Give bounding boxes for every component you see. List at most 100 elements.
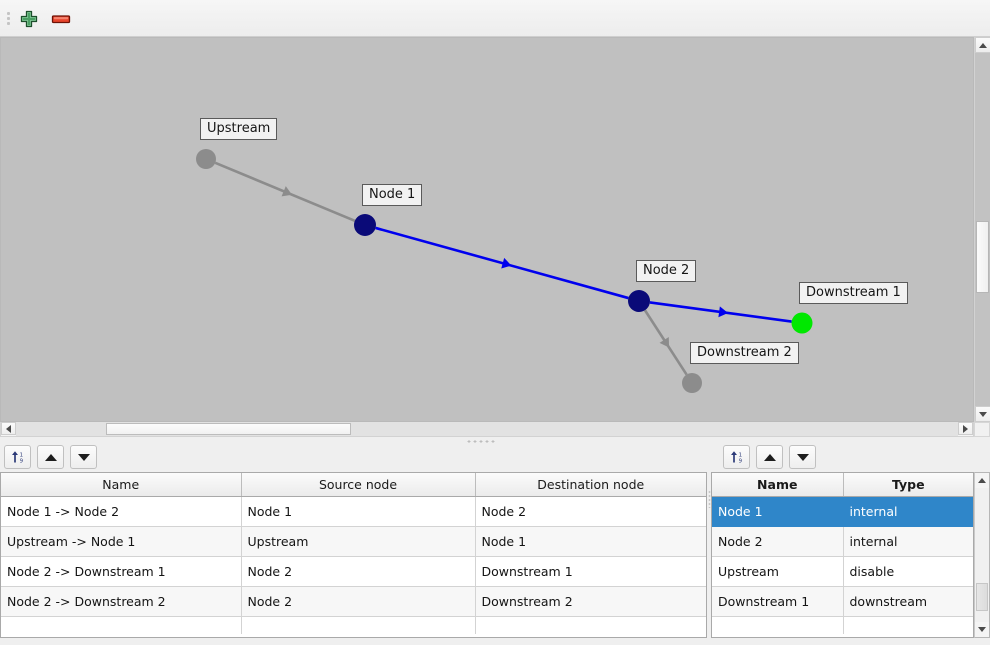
toolbar-drag-handle[interactable] <box>6 11 11 26</box>
edges-cell-1-2[interactable]: Node 1 <box>475 526 706 557</box>
edges-cell-0-1[interactable]: Node 1 <box>241 496 476 527</box>
edges-move-up-button[interactable] <box>37 445 64 469</box>
edges-cell-3-2[interactable]: Downstream 2 <box>475 586 706 617</box>
graph-edges-layer <box>196 149 813 393</box>
nodes-scroll-down-button[interactable] <box>975 622 989 637</box>
edges-move-down-button[interactable] <box>70 445 97 469</box>
nodes-table-empty-row <box>712 616 973 634</box>
nodes-cell-1-0[interactable]: Node 2 <box>712 526 844 557</box>
chevron-up-icon <box>978 478 986 483</box>
canvas-scroll-right-button[interactable] <box>958 422 973 435</box>
edges-cell-2-2[interactable]: Downstream 1 <box>475 556 706 587</box>
edges-cell-0-2[interactable]: Node 2 <box>475 496 706 527</box>
svg-text:1: 1 <box>738 452 741 458</box>
graph-edge-node1-node2[interactable] <box>375 226 629 300</box>
edges-table-empty-row <box>1 616 706 634</box>
edges-cell-0-0[interactable]: Node 1 -> Node 2 <box>1 496 242 527</box>
main-toolbar <box>0 0 990 37</box>
edges-cell-3-1[interactable]: Node 2 <box>241 586 476 617</box>
canvas-scroll-down-button[interactable] <box>975 406 990 422</box>
nodes-empty-cell-0 <box>712 616 844 634</box>
nodes-cell-2-0[interactable]: Upstream <box>712 556 844 587</box>
edges-empty-cell-1 <box>241 616 476 634</box>
nodes-table-vertical-scrollbar[interactable] <box>974 472 990 638</box>
svg-text:9: 9 <box>19 459 23 465</box>
splitter-grip[interactable] <box>466 440 496 443</box>
plus-icon <box>20 10 38 28</box>
sort-ascending-icon: 1 9 <box>730 451 742 465</box>
nodes-cell-3-0[interactable]: Downstream 1 <box>712 586 844 617</box>
edges-cell-1-0[interactable]: Upstream -> Node 1 <box>1 526 242 557</box>
pane-resize-grip[interactable] <box>708 490 711 508</box>
graph-node-upstream[interactable] <box>196 149 216 169</box>
nodes-cell-1-1[interactable]: internal <box>843 526 973 557</box>
scrollbar-corner <box>974 422 990 437</box>
graph-node-downstream1[interactable] <box>791 312 813 334</box>
nodes-vscroll-thumb[interactable] <box>976 583 988 611</box>
nodes-cell-3-1[interactable]: downstream <box>843 586 973 617</box>
horizontal-splitter[interactable] <box>0 437 990 445</box>
nodes-column-header-0[interactable]: Name <box>712 473 844 497</box>
graph-node-label-node1[interactable]: Node 1 <box>362 184 423 206</box>
graph-node-label-downstream1[interactable]: Downstream 1 <box>799 282 908 304</box>
chevron-down-icon <box>979 411 987 417</box>
edges-cell-2-1[interactable]: Node 2 <box>241 556 476 587</box>
edges-toolbar: 1 9 <box>4 443 97 471</box>
nodes-move-up-button[interactable] <box>756 445 783 469</box>
canvas-vertical-scrollbar[interactable] <box>974 37 990 422</box>
nodes-cell-2-1[interactable]: disable <box>843 556 973 587</box>
graph-edge-arrow-node2-downstream2 <box>659 336 670 348</box>
graph-node-label-upstream[interactable]: Upstream <box>200 118 278 140</box>
graph-node-node1[interactable] <box>354 214 376 236</box>
canvas-scroll-up-button[interactable] <box>975 37 990 53</box>
triangle-up-icon <box>763 453 776 461</box>
canvas-vscroll-thumb[interactable] <box>976 221 989 293</box>
nodes-sort-button[interactable]: 1 9 <box>723 445 750 469</box>
canvas-scroll-left-button[interactable] <box>1 422 16 435</box>
sort-ascending-icon: 1 9 <box>11 451 23 465</box>
nodes-column-header-1[interactable]: Type <box>843 473 973 497</box>
canvas-horizontal-scrollbar[interactable] <box>0 422 974 437</box>
nodes-move-down-button[interactable] <box>789 445 816 469</box>
graph-node-downstream2[interactable] <box>682 373 702 393</box>
canvas-hscroll-thumb[interactable] <box>106 423 351 435</box>
edges-cell-1-1[interactable]: Upstream <box>241 526 476 557</box>
graph-node-node2[interactable] <box>628 290 650 312</box>
delete-node-button[interactable] <box>48 7 74 31</box>
nodes-cell-0-1[interactable]: internal <box>843 496 973 527</box>
nodes-scroll-up-button[interactable] <box>975 473 989 488</box>
edges-empty-cell-2 <box>475 616 706 634</box>
edges-column-header-0[interactable]: Name <box>1 473 242 497</box>
graph-node-label-downstream2[interactable]: Downstream 2 <box>690 342 799 364</box>
graph-node-label-node2[interactable]: Node 2 <box>636 260 697 282</box>
triangle-down-icon <box>77 453 90 461</box>
edges-cell-3-0[interactable]: Node 2 -> Downstream 2 <box>1 586 242 617</box>
edges-cell-2-0[interactable]: Node 2 -> Downstream 1 <box>1 556 242 587</box>
edges-sort-button[interactable]: 1 9 <box>4 445 31 469</box>
edges-column-header-1[interactable]: Source node <box>241 473 476 497</box>
edges-column-header-2[interactable]: Destination node <box>475 473 706 497</box>
add-node-button[interactable] <box>16 7 42 31</box>
graph-edge-arrow-node2-downstream1 <box>718 306 729 318</box>
graph-edge-arrow-node1-node2 <box>501 257 512 269</box>
nodes-cell-0-0[interactable]: Node 1 <box>712 496 844 527</box>
nodes-toolbar: 1 9 <box>723 443 816 471</box>
